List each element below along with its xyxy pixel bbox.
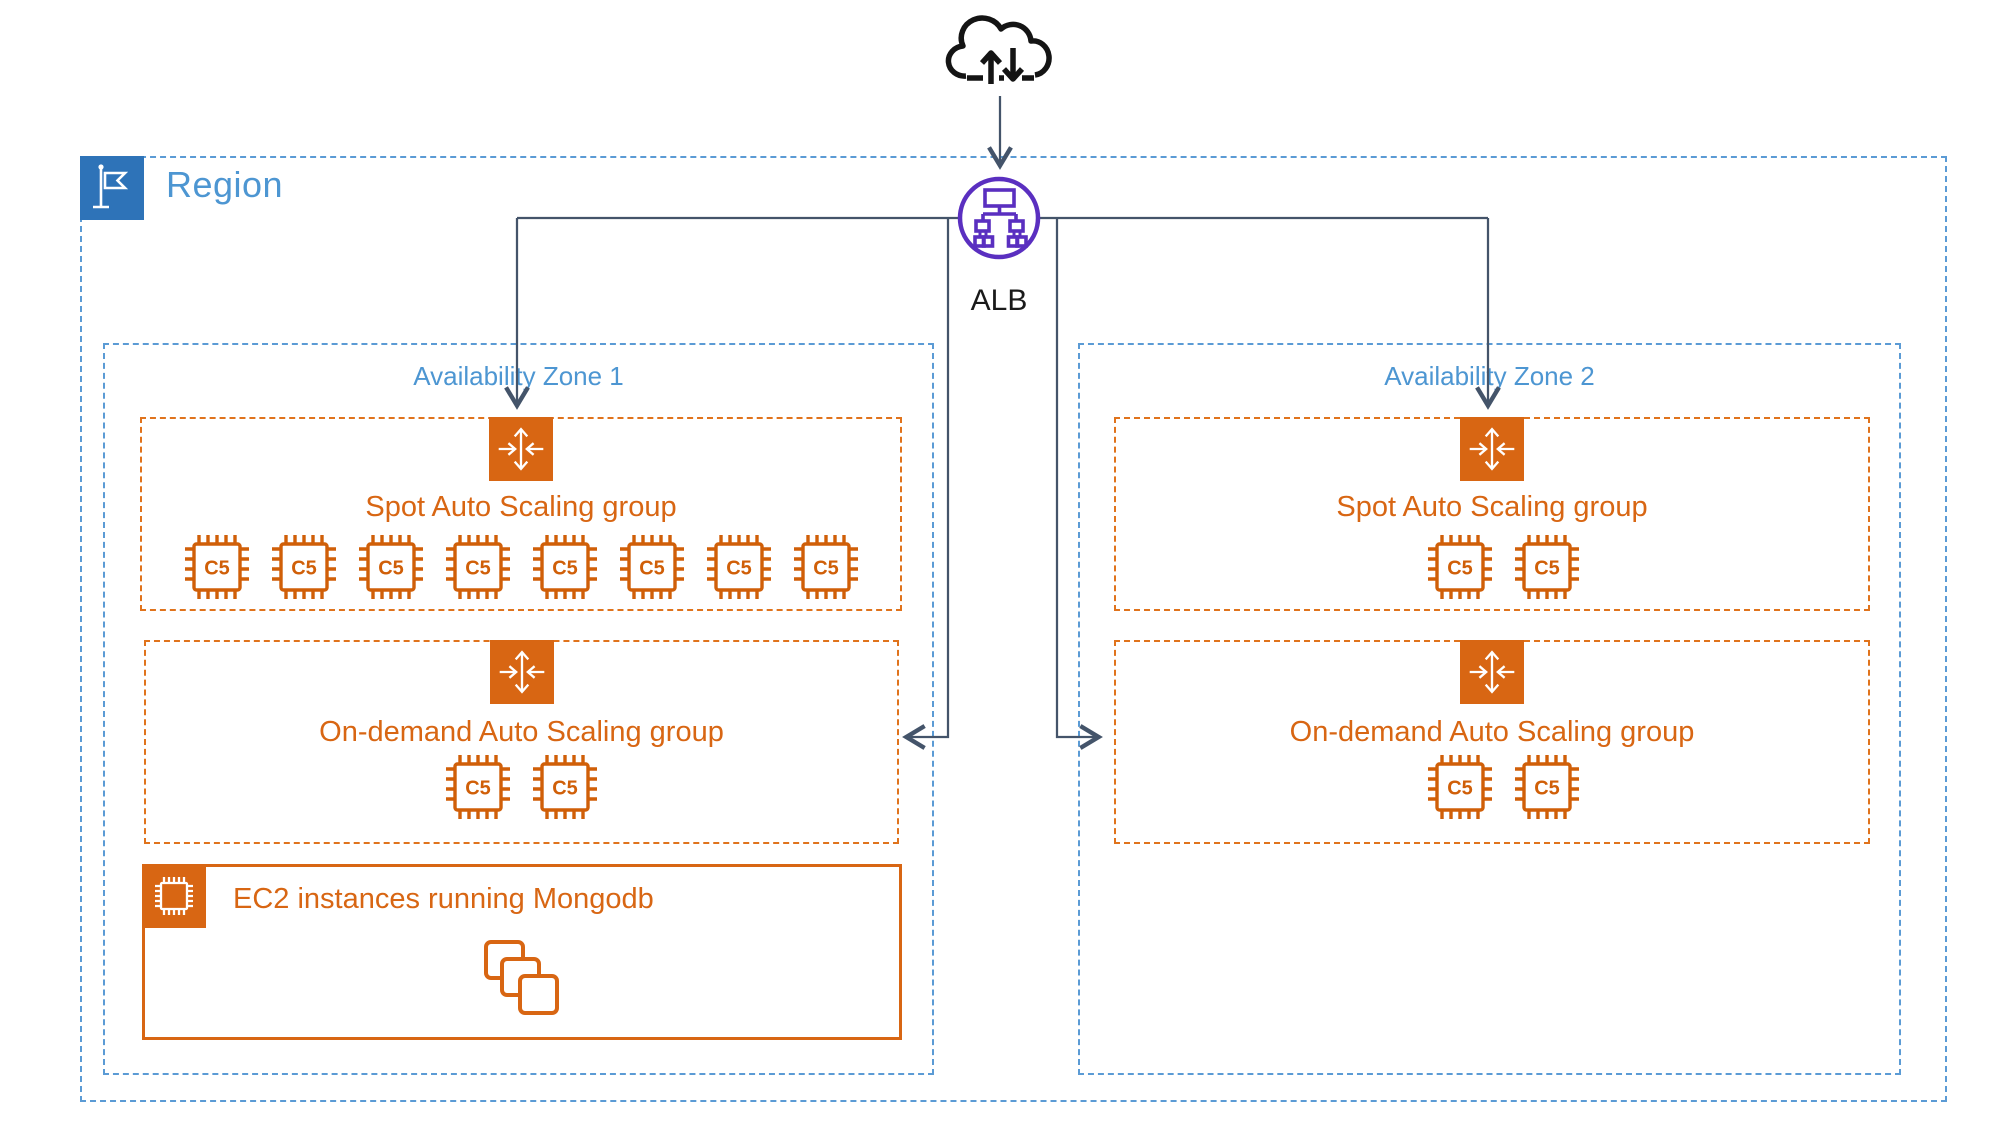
region-label: Region [166,164,284,205]
auto-scaling-group-icon [1460,640,1524,704]
internet-cloud-icon [945,15,1052,84]
az2-ondemand-auto-scaling-group: On-demand Auto Scaling group C5 C5 [1114,640,1870,844]
svg-text:C5: C5 [1447,778,1473,800]
az1-ondemand-auto-scaling-group: On-demand Auto Scaling group C5 C5 [144,640,899,844]
availability-zone-2-label: Availability Zone 2 [1384,361,1595,391]
instance-row: C5 C5 [1116,534,1868,600]
instance-row: C5 C5 [146,754,897,820]
ec2-mongodb-box: EC2 instances running Mongodb [142,864,902,1040]
svg-text:C5: C5 [639,558,665,580]
alb-label: ALB [970,284,1028,317]
spot-asg-title: Spot Auto Scaling group [365,491,677,523]
c5-instance-icon: C5 [533,755,597,819]
auto-scaling-group-icon [489,640,554,704]
svg-text:C5: C5 [1534,558,1560,580]
svg-text:C5: C5 [465,558,491,580]
c5-instance-icon: C5 [271,535,336,599]
instance-row: C5 C5 C5 C5 C5 C5 C5 C5 [142,534,900,600]
c5-instance-icon: C5 [184,535,249,599]
region-box: Region Availability Zone 1 Spot Auto Sca… [80,156,1947,1102]
auto-scaling-group-icon [1460,417,1524,481]
c5-instance-icon: C5 [1514,755,1579,819]
svg-text:C5: C5 [291,558,317,580]
auto-scaling-group-icon [489,417,553,481]
svg-text:C5: C5 [378,558,404,580]
ec2-instances-stack-icon [484,940,559,1015]
region-flag-icon [80,156,144,220]
ondemand-asg-title: On-demand Auto Scaling group [319,716,724,748]
c5-instance-icon: C5 [793,535,858,599]
c5-instance-icon: C5 [532,535,597,599]
ec2-mongodb-title: EC2 instances running Mongodb [233,883,654,915]
svg-text:C5: C5 [1447,558,1473,580]
c5-instance-icon: C5 [358,535,423,599]
availability-zone-1-label: Availability Zone 1 [413,361,624,391]
c5-instance-icon: C5 [446,755,510,819]
c5-instance-icon: C5 [1427,755,1492,819]
svg-text:C5: C5 [465,778,491,800]
ec2-icon [142,864,206,928]
instance-row: C5 C5 [1116,754,1868,820]
c5-instance-icon: C5 [706,535,771,599]
svg-text:C5: C5 [204,558,230,580]
availability-zone-2-box: Availability Zone 2 Spot Auto Scaling gr… [1078,343,1901,1075]
availability-zone-1-box: Availability Zone 1 Spot Auto Scaling gr… [103,343,934,1075]
spot-asg-title: Spot Auto Scaling group [1336,491,1648,523]
az1-spot-auto-scaling-group: Spot Auto Scaling group C5 C5 C5 C5 C5 C5 C5 C5 [140,417,902,611]
svg-text:C5: C5 [552,778,578,800]
c5-instance-icon: C5 [1427,535,1492,599]
svg-text:C5: C5 [1534,778,1560,800]
c5-instance-icon: C5 [619,535,684,599]
svg-text:C5: C5 [552,558,578,580]
ondemand-asg-title: On-demand Auto Scaling group [1289,716,1695,748]
az2-spot-auto-scaling-group: Spot Auto Scaling group C5 C5 [1114,417,1870,611]
c5-instance-icon: C5 [1514,535,1579,599]
svg-text:C5: C5 [726,558,752,580]
svg-text:C5: C5 [813,558,839,580]
c5-instance-icon: C5 [445,535,510,599]
